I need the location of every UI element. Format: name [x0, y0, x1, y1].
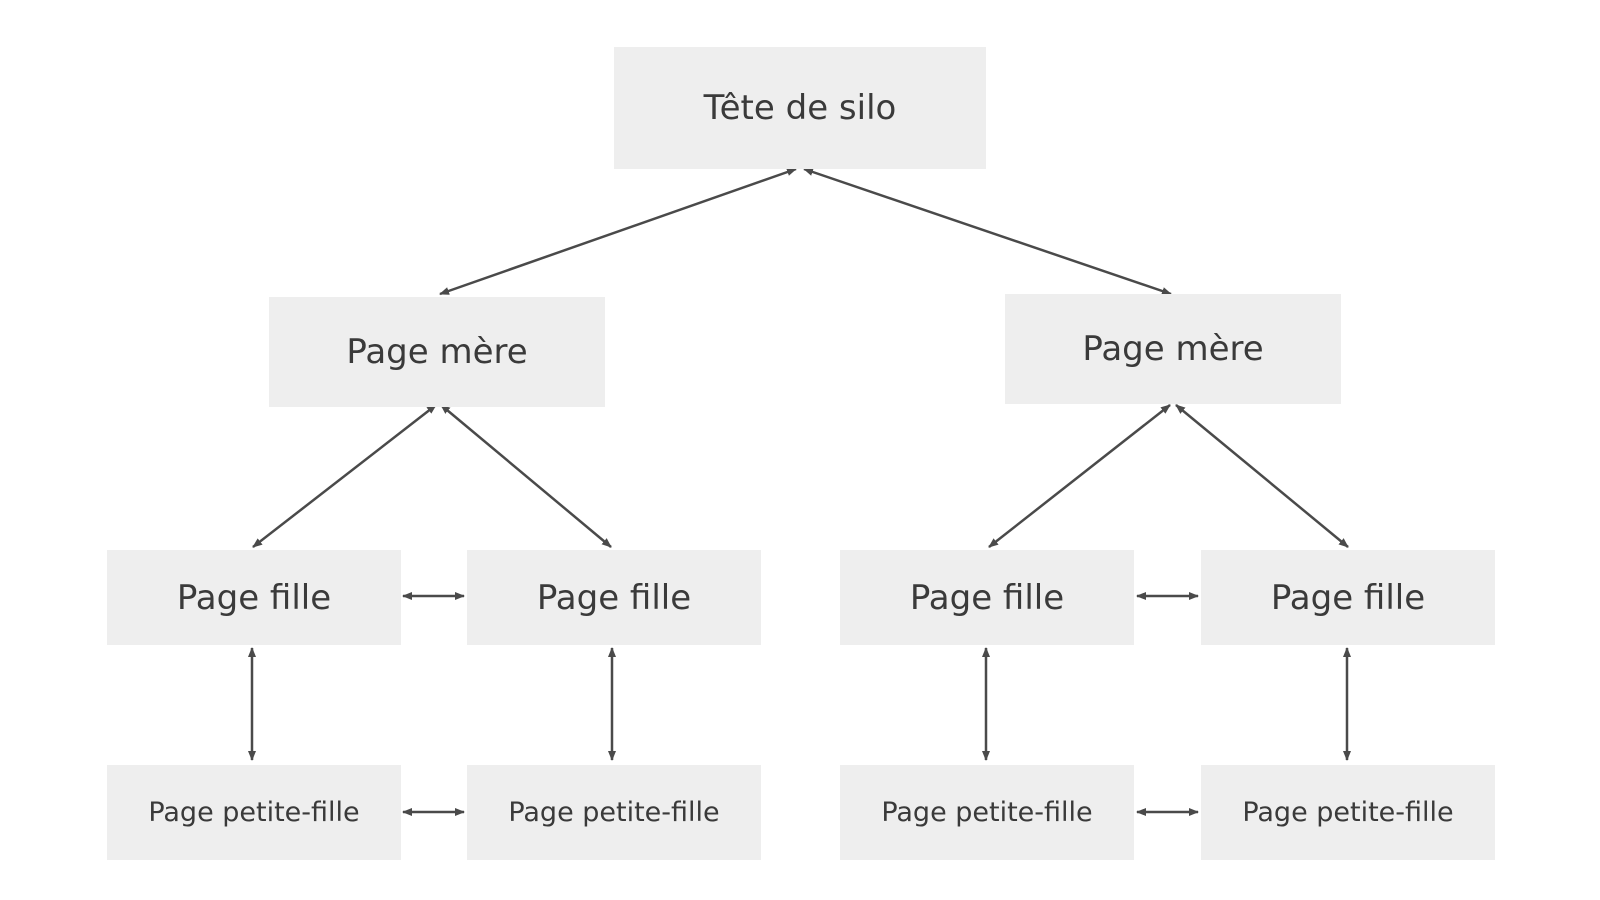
link-root-parent-2 [803, 167, 1172, 296]
parent-page-node-2: Page mère [1005, 294, 1341, 404]
child-page-node-2: Page fille [467, 550, 761, 645]
grandchild-page-label: Page petite-fille [148, 797, 360, 828]
parent-page-node-1: Page mère [269, 297, 605, 407]
grandchild-page-node-1: Page petite-fille [107, 765, 401, 860]
link-parent-2-child-2 [1175, 404, 1349, 548]
child-page-label: Page fille [536, 577, 692, 618]
grandchild-page-label: Page petite-fille [881, 797, 1093, 828]
link-root-parent-1 [439, 167, 797, 296]
child-page-label: Page fille [176, 577, 332, 618]
parent-page-label: Page mère [1082, 329, 1264, 369]
child-page-node-4: Page fille [1201, 550, 1495, 645]
child-page-label: Page fille [1270, 577, 1426, 618]
link-parent-1-child-2 [440, 404, 612, 548]
grandchild-page-node-2: Page petite-fille [467, 765, 761, 860]
grandchild-page-label: Page petite-fille [508, 797, 720, 828]
silo-head-node: Tête de silo [614, 47, 986, 169]
grandchild-page-node-4: Page petite-fille [1201, 765, 1495, 860]
link-parent-2-child-1 [988, 404, 1171, 548]
child-page-label: Page fille [909, 577, 1065, 618]
child-page-node-3: Page fille [840, 550, 1134, 645]
silo-head-label: Tête de silo [703, 88, 897, 128]
child-page-node-1: Page fille [107, 550, 401, 645]
grandchild-page-label: Page petite-fille [1242, 797, 1454, 828]
link-parent-1-child-1 [252, 404, 437, 548]
grandchild-page-node-3: Page petite-fille [840, 765, 1134, 860]
parent-page-label: Page mère [346, 332, 528, 372]
